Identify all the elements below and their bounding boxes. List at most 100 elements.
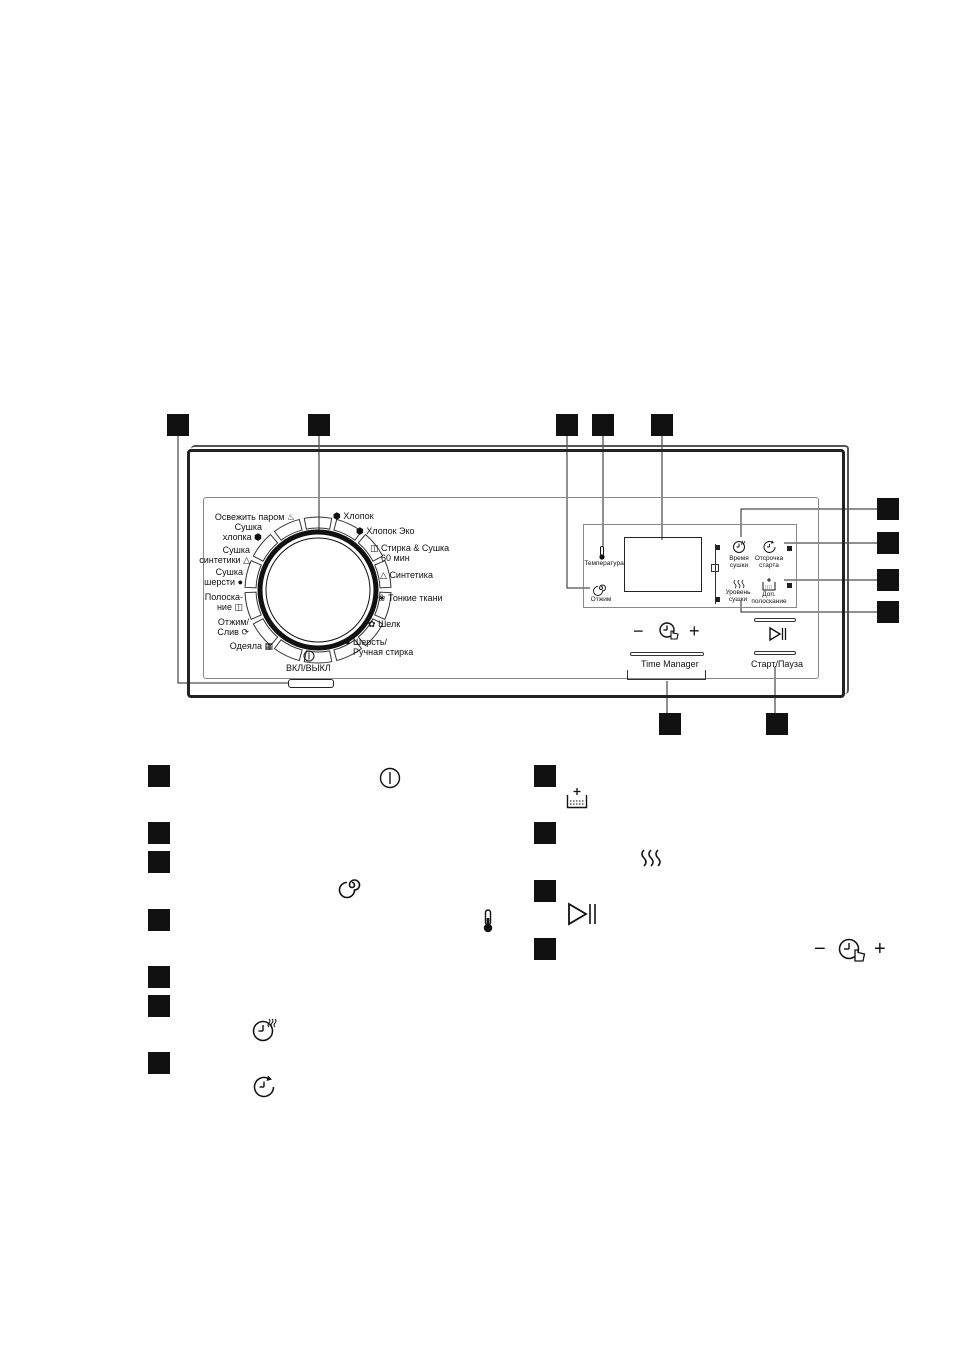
indicator-middle	[711, 564, 719, 572]
dial-segment	[333, 639, 363, 662]
duvet-icon: ▦	[264, 641, 273, 651]
start-pause-label: Старт/Пауза	[751, 659, 803, 669]
extra-rinse-label[interactable]: Доп. полоскание	[751, 591, 787, 605]
display-area	[583, 524, 797, 608]
spin-icon	[338, 879, 361, 899]
indicator-top	[715, 545, 720, 550]
program-spin-drain-label: Отжим/ Слив	[217, 617, 249, 637]
dial-segment	[333, 518, 363, 541]
extra-rinse-icon	[762, 578, 776, 591]
callout-marker-dry-level	[877, 601, 899, 623]
legend-marker-6	[148, 995, 170, 1017]
extra-rinse-led	[787, 583, 792, 588]
program-dry-wool: Сушка шерсти ●	[185, 567, 243, 587]
silk-icon: ✿	[368, 619, 376, 629]
dry-level-icon	[733, 579, 745, 589]
legend-time-manager-minus: −	[814, 938, 826, 960]
program-delicates: ❀ Тонкие ткани	[378, 593, 443, 603]
callout-marker-dry-time	[877, 498, 899, 520]
dial-segment	[374, 559, 392, 589]
program-wash-dry-60-label: Стирка & Сушка 60 мин	[381, 543, 450, 563]
extra-rinse-icon	[566, 788, 588, 809]
program-synthetics-label: Синтетика	[389, 570, 433, 580]
dial-segment	[374, 591, 392, 621]
legend-marker-1	[148, 765, 170, 787]
power-button[interactable]	[288, 679, 334, 688]
spin-icon	[593, 584, 606, 596]
control-panel	[187, 449, 845, 698]
program-delicates-label: Тонкие ткани	[388, 593, 443, 603]
program-dial[interactable]	[238, 510, 398, 670]
control-panel-inner	[203, 497, 819, 679]
callout-marker-extra-rinse	[877, 569, 899, 591]
program-wool-handwash-label: Шерсть/ Ручная стирка	[352, 637, 414, 657]
dial-segment	[244, 591, 262, 621]
program-silk-label: Шелк	[378, 619, 401, 629]
dial-segment	[357, 618, 384, 647]
synthetics-icon: △	[243, 555, 250, 565]
power-icon	[303, 650, 315, 662]
dial-segment	[244, 559, 262, 589]
time-manager-minus[interactable]: −	[633, 621, 644, 641]
program-wool-handwash: ● Шерсть/ Ручная стирка	[345, 637, 413, 657]
dial-segment	[252, 533, 279, 562]
start-pause-button[interactable]	[754, 651, 796, 655]
wool-handwash-icon: ●	[345, 637, 351, 647]
power-label: ВКЛ/ВЫКЛ	[286, 663, 331, 673]
start-pause-top-bar	[754, 618, 796, 622]
spin-label[interactable]: Отжим	[590, 596, 612, 603]
delay-start-led	[787, 546, 792, 551]
legend-time-manager-plus: +	[874, 938, 886, 960]
legend-marker-5	[148, 966, 170, 988]
legend-marker-11	[534, 938, 556, 960]
callout-marker-dial	[308, 414, 330, 436]
steam-icon: ♨	[286, 512, 295, 522]
panel-shadow	[191, 445, 849, 694]
program-dry-synthetics-label: Сушка синтетики	[199, 545, 250, 565]
program-cotton: ⬢ Хлопок	[333, 511, 374, 521]
program-synthetics: △ Синтетика	[380, 570, 433, 580]
temperature-label[interactable]: Температура	[584, 560, 624, 567]
indicator-bottom	[715, 597, 720, 602]
dial-segment	[252, 618, 279, 647]
spin-drain-icon: ⟳	[241, 627, 249, 637]
delay-start-label[interactable]: Отсрочка старта	[754, 555, 784, 569]
rinse-icon: ◫	[234, 602, 243, 612]
program-refresh-steam-label: Освежить паром	[214, 512, 285, 522]
callout-marker-temperature	[592, 414, 614, 436]
delay-start-icon	[763, 540, 776, 553]
legend-marker-3	[148, 851, 170, 873]
thermometer-icon	[483, 909, 493, 933]
program-dry-wool-label: Сушка шерсти	[204, 567, 243, 587]
thermometer-icon	[599, 546, 605, 560]
legend-marker-4	[148, 909, 170, 931]
dial-segment	[273, 518, 303, 541]
time-manager-icon	[659, 622, 679, 640]
program-dry-cotton-label: Сушка хлопка	[222, 522, 262, 542]
legend-marker-8	[534, 765, 556, 787]
legend-marker-2	[148, 822, 170, 844]
dial-segment	[303, 516, 333, 530]
wool-icon: ●	[237, 577, 243, 587]
dial-segment	[273, 639, 303, 662]
time-manager-button[interactable]	[630, 652, 704, 656]
legend-marker-10	[534, 880, 556, 902]
start-pause-icon	[769, 626, 787, 642]
power-icon	[379, 767, 401, 789]
legend-marker-9	[534, 822, 556, 844]
dry-level-label[interactable]: Уровень сушки	[725, 589, 751, 603]
time-manager-icon	[838, 938, 866, 962]
legend-marker-7	[148, 1052, 170, 1074]
callout-marker-time-manager	[659, 713, 681, 735]
dry-time-label[interactable]: Время сушки	[729, 555, 749, 569]
time-manager-plus[interactable]: +	[689, 621, 700, 641]
dry-time-icon	[733, 540, 745, 553]
program-dry-synthetics: Сушка синтетики △	[190, 545, 250, 565]
program-duvets: Одеяла ▦	[205, 641, 273, 651]
callout-marker-spin	[556, 414, 578, 436]
cotton-icon: ⬢	[333, 511, 341, 521]
program-rinse: Полоска- ние ◫	[185, 592, 243, 612]
cotton-icon: ⬢	[254, 532, 262, 542]
time-manager-bracket	[627, 670, 706, 680]
